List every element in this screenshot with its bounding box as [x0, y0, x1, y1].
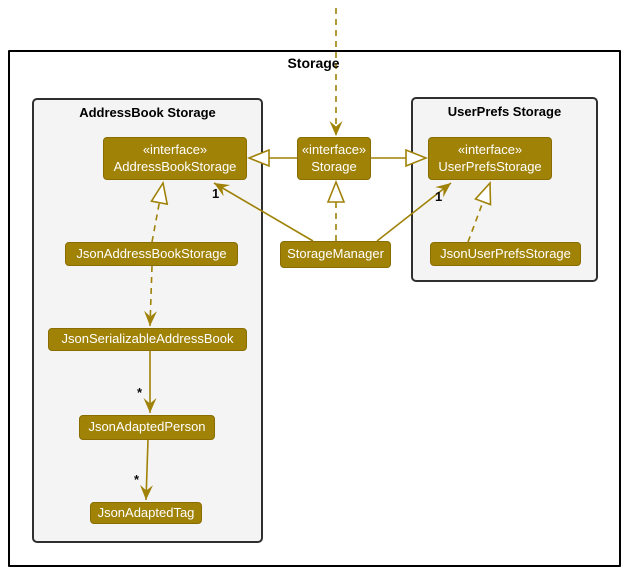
- class-jsonadaptedtag: JsonAdaptedTag: [90, 502, 202, 524]
- stereotype-label: «interface»: [301, 142, 367, 158]
- class-storagemanager: StorageManager: [280, 241, 391, 268]
- multiplicity-label-jsonadaptedperson: *: [137, 385, 143, 400]
- class-name: UserPrefsStorage: [438, 158, 542, 174]
- class-name: JsonAdaptedTag: [97, 504, 195, 520]
- class-name: JsonUserPrefsStorage: [440, 245, 571, 261]
- package-title-userprefs-storage: UserPrefs Storage: [447, 104, 562, 119]
- class-jsonadaptedperson: JsonAdaptedPerson: [79, 415, 215, 440]
- class-name: JsonAddressBookStorage: [76, 245, 227, 261]
- multiplicity-label-userprefsstorage: 1: [435, 189, 443, 204]
- class-name: Storage: [311, 158, 357, 174]
- class-interface-storage: «interface» Storage: [297, 137, 371, 180]
- class-name: JsonSerializableAddressBook: [61, 331, 234, 347]
- class-jsonuserprefsstorage: JsonUserPrefsStorage: [430, 242, 581, 266]
- multiplicity-label-jsonadaptedtag: *: [134, 472, 140, 487]
- package-title-addressbook-storage: AddressBook Storage: [79, 105, 216, 120]
- class-interface-addressbookstorage: «interface» AddressBookStorage: [103, 137, 247, 180]
- class-jsonserializableaddressbook: JsonSerializableAddressBook: [48, 328, 247, 351]
- class-name: JsonAdaptedPerson: [88, 419, 206, 435]
- frame-title: Storage: [287, 55, 340, 71]
- stereotype-label: «interface»: [142, 142, 208, 158]
- multiplicity-label-addressbookstorage: 1: [212, 186, 220, 201]
- class-name: AddressBookStorage: [113, 158, 237, 174]
- stereotype-label: «interface»: [457, 142, 523, 158]
- class-jsonaddressbookstorage: JsonAddressBookStorage: [65, 242, 238, 266]
- class-interface-userprefsstorage: «interface» UserPrefsStorage: [428, 137, 552, 180]
- class-name: StorageManager: [287, 246, 384, 262]
